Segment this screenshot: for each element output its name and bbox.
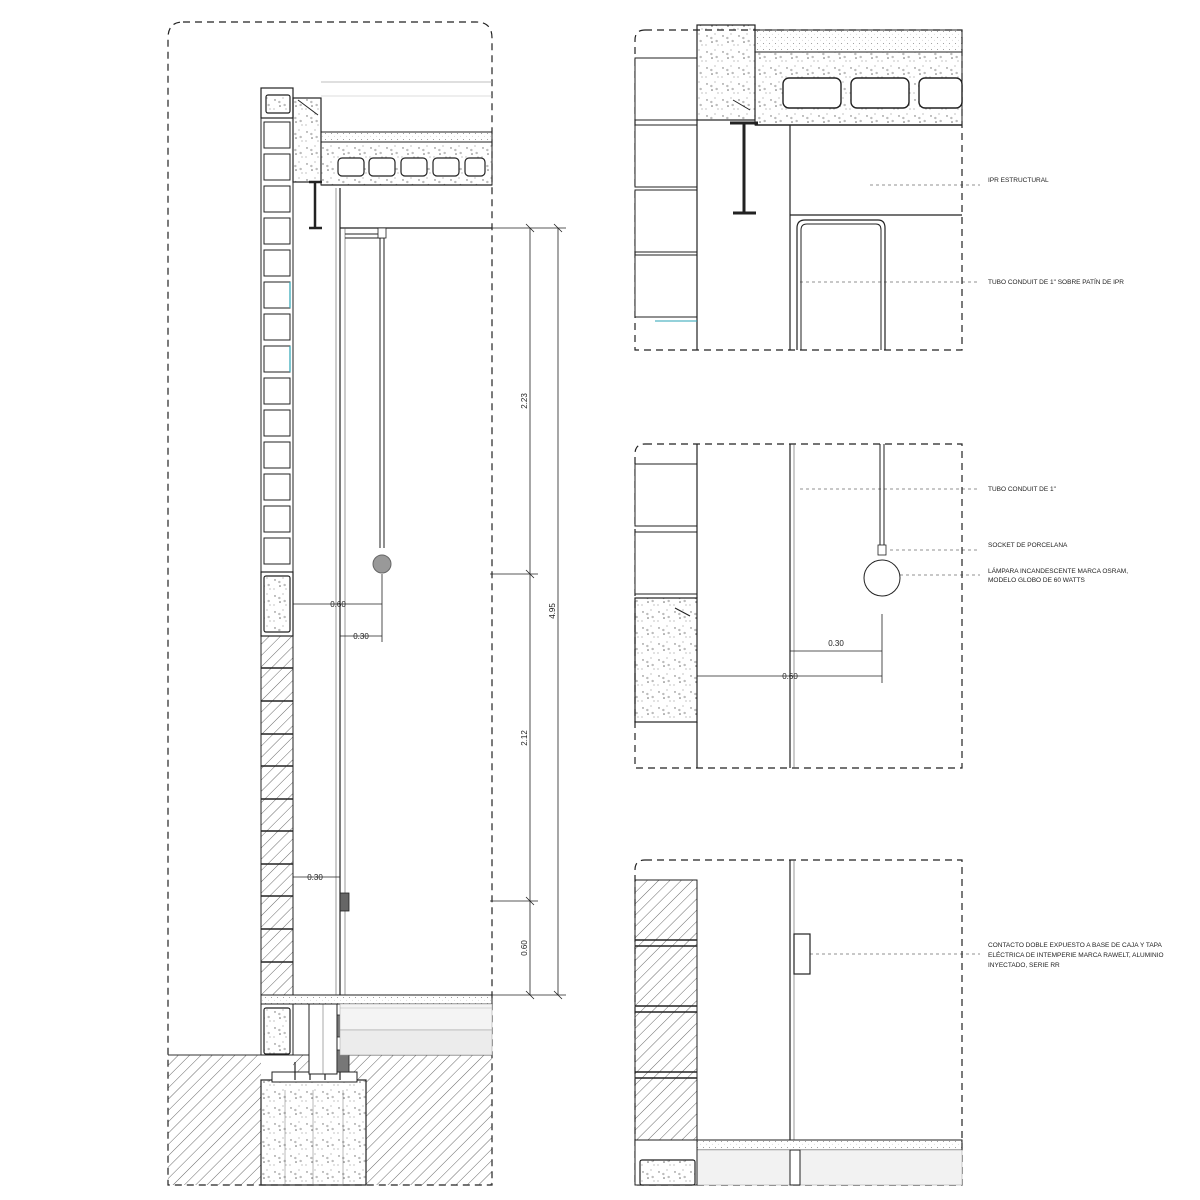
- dim-lamp-from-conduit-detail: 0.30: [828, 639, 844, 648]
- main-vertical-dimensions: [490, 223, 566, 1000]
- ipr-beam-detail: [730, 121, 758, 215]
- outlet-box-detail: [793, 933, 811, 975]
- main-horizontal-dimensions: [293, 574, 383, 878]
- dim-total-height: 4.95: [548, 603, 557, 619]
- label-conduit-on-beam: TUBO CONDUIT DE 1" SOBRE PATÍN DE IPR: [988, 277, 1124, 286]
- label-outlet-line1: CONTACTO DOBLE EXPUESTO A BASE DE CAJA Y…: [988, 942, 1163, 949]
- detail-middle: TUBO CONDUIT DE 1" SOCKET DE PORCELANA L…: [634, 443, 1128, 769]
- ipr-beam: [309, 180, 322, 230]
- label-outlet-line3: INYECTADO, SERIE RR: [988, 962, 1060, 969]
- lamp-bulb-detail: [863, 559, 901, 597]
- dim-lamp-from-wall: 0.60: [330, 600, 346, 609]
- detail-middle-border: [634, 443, 963, 769]
- label-conduit: TUBO CONDUIT DE 1": [988, 486, 1057, 493]
- dim-upper-height: 2.23: [520, 393, 529, 409]
- lamp-bulb: [372, 554, 392, 574]
- label-socket: SOCKET DE PORCELANA: [988, 542, 1068, 549]
- main-section: 0.60 0.30 0.30 2.23 2.12 0.60 4.95: [167, 21, 566, 1186]
- floor-slab: [260, 994, 493, 1056]
- plinth-bond-beam: [260, 1003, 294, 1056]
- glass-block-wall: [260, 118, 294, 572]
- concrete-footing: [260, 1060, 367, 1186]
- mid-bond-beam: [260, 571, 294, 637]
- label-lamp-line1: LÁMPARA INCANDESCENTE MARCA OSRAM,: [988, 566, 1128, 575]
- ground-soil: [168, 1054, 492, 1185]
- dim-lamp-from-conduit: 0.30: [353, 632, 369, 641]
- dim-lower-height: 0.60: [520, 940, 529, 956]
- label-outlet-line2: ELÉCTRICA DE INTEMPERIE MARCA RAWELT, AL…: [988, 950, 1164, 959]
- detail-top-border: [634, 29, 963, 351]
- dim-lamp-from-wall-detail: 0.60: [782, 672, 798, 681]
- label-ipr-beam: IPR ESTRUCTURAL: [988, 177, 1049, 184]
- dim-middle-height: 2.12: [520, 730, 529, 746]
- hatched-block-wall: [260, 635, 294, 996]
- label-lamp-line2: MODELO GLOBO DE 60 WATTS: [988, 577, 1085, 584]
- outlet-box: [339, 892, 350, 912]
- detail-top: IPR ESTRUCTURAL TUBO CONDUIT DE 1" SOBRE…: [634, 24, 1124, 351]
- lamp-conduit: [345, 227, 387, 548]
- roof-slab: [260, 81, 493, 186]
- detail-bottom: CONTACTO DOBLE EXPUESTO A BASE DE CAJA Y…: [634, 859, 1164, 1186]
- dim-outlet-from-wall: 0.30: [307, 873, 323, 882]
